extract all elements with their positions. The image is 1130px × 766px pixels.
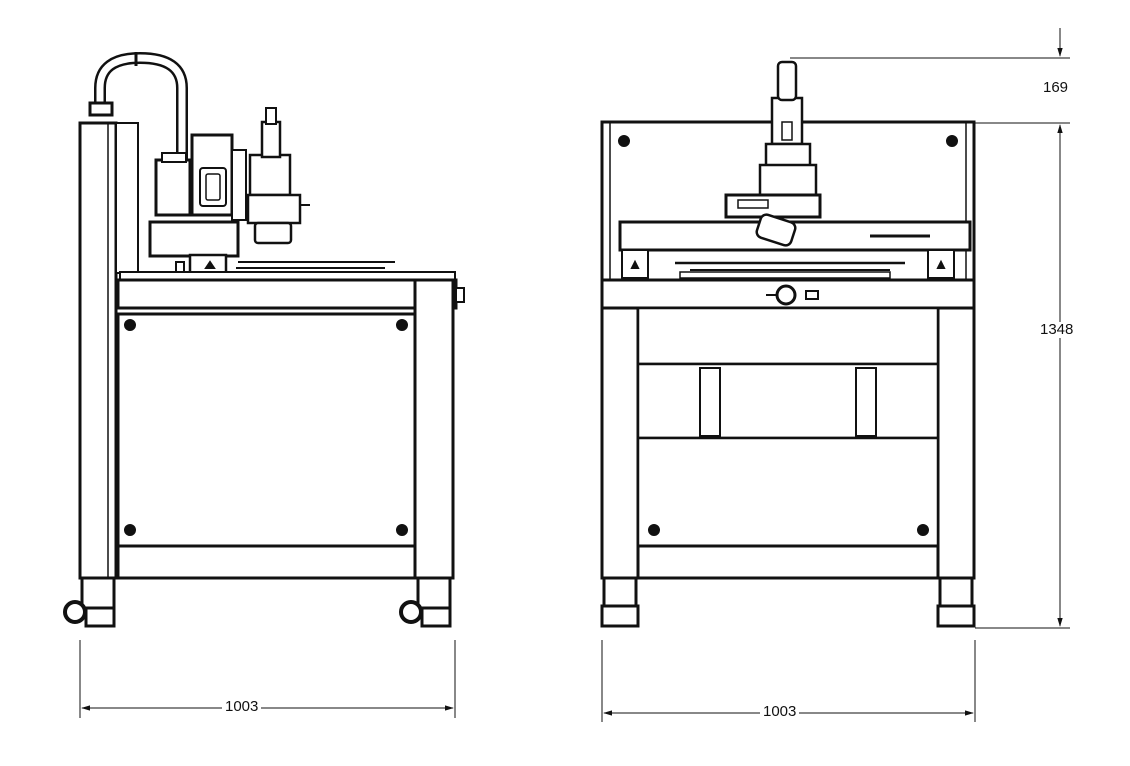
side-panel [116,312,417,548]
side-right-leg [413,278,455,580]
side-table-top [116,278,458,310]
height-label: 1348 [1037,322,1077,338]
front-caster-left [600,576,640,628]
side-column [78,121,118,580]
side-view [63,51,465,628]
side-caster-right [399,576,452,628]
front-left-leg [600,306,640,580]
side-caster-left [63,576,116,628]
front-view [600,60,976,628]
front-width-label: 1003 [760,704,800,720]
dimension-lines [79,28,1070,722]
front-right-leg [936,306,976,580]
carriage-block [148,220,240,258]
side-width-label: 1003 [222,699,262,715]
front-head-body [770,96,804,146]
front-caster-right [936,576,976,628]
head-offset-label: 169 [1040,80,1072,96]
head-motor [154,158,192,217]
